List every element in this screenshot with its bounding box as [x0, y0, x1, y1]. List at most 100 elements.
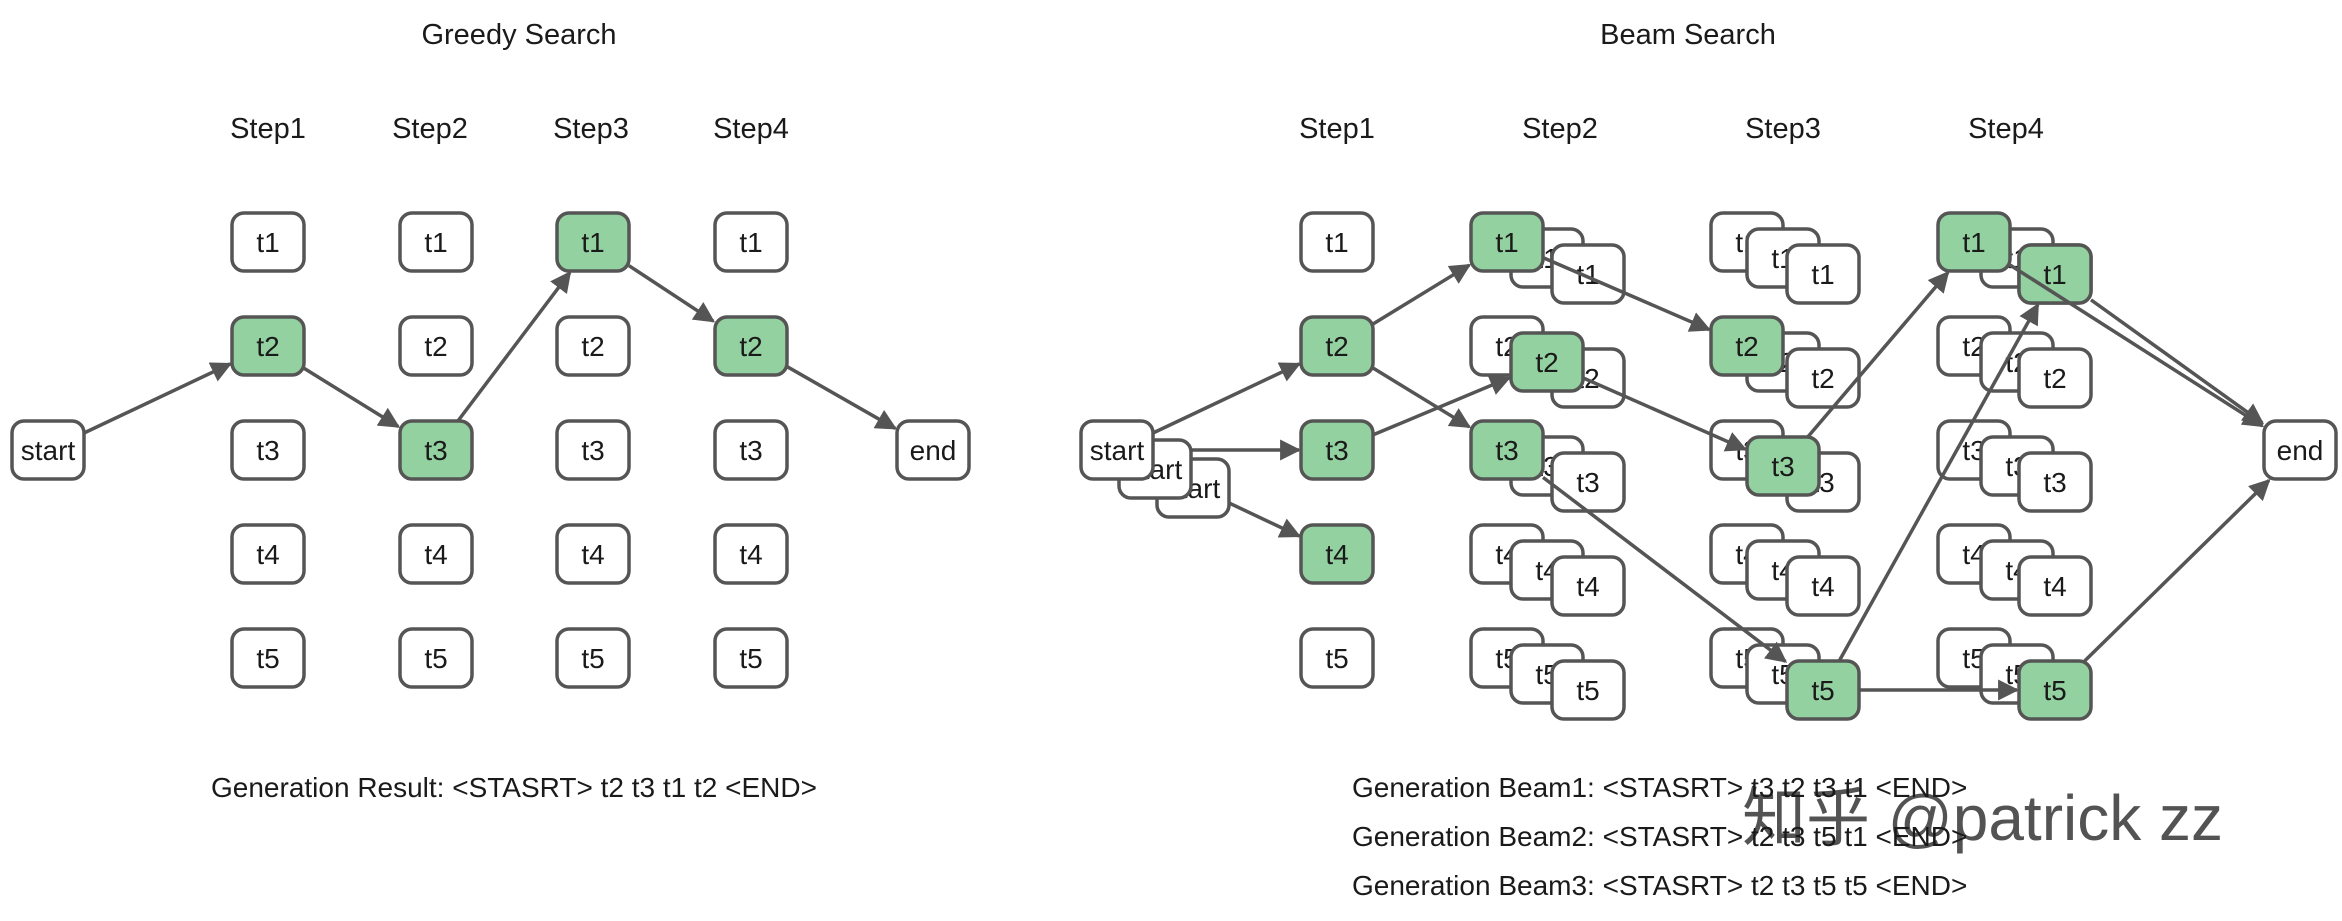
- greedy-step4-t2-node-label: t2: [739, 331, 762, 362]
- beam-step4-t3-node-3-label: t3: [2043, 467, 2066, 498]
- greedy-step3-t5-node-box: [555, 627, 631, 689]
- greedy-step-4-label: Step4: [713, 113, 789, 145]
- greedy-step3-t3-node: t3: [555, 419, 631, 481]
- beam-step2-t3-node-3: t3: [1550, 451, 1626, 513]
- greedy-step-1-label: Step1: [230, 113, 306, 145]
- beam-step3-t3-node-2-label: t3: [1771, 451, 1794, 482]
- beam-edge-s4-t1b-end: [2089, 298, 2265, 425]
- greedy-step4-t5-node-box: [713, 627, 789, 689]
- greedy-step3-t2-node-label: t2: [581, 331, 604, 362]
- greedy-end-node-label: end: [910, 435, 957, 466]
- beam-edge-s4-t1a-end: [2009, 263, 2265, 428]
- beam-step1-t4-node: t4: [1299, 523, 1375, 585]
- greedy-edges: [83, 264, 898, 435]
- greedy-step4-t5-node: t5: [713, 627, 789, 689]
- beam-step4-t1-node-box: [1936, 211, 2012, 273]
- beam-step3-t4-node-3: t4: [1785, 555, 1861, 617]
- beam-step2-t4-node-3-box: [1550, 555, 1626, 617]
- beam-result-1: Generation Beam1: <STASRT> t3 t2 t3 t1 <…: [1352, 772, 1967, 803]
- beam-start-node-box: [1079, 419, 1155, 481]
- beam-step4-t4-node-3-box: [2017, 555, 2093, 617]
- greedy-end-node-box: [895, 419, 971, 481]
- greedy-step3-t3-node-label: t3: [581, 435, 604, 466]
- beam-step2-t5-node-3-label: t5: [1576, 675, 1599, 706]
- beam-step4-t3-node-3-box: [2017, 451, 2093, 513]
- greedy-step1-t5-node-label: t5: [256, 643, 279, 674]
- beam-result-3: Generation Beam3: <STASRT> t2 t3 t5 t5 <…: [1352, 870, 1967, 901]
- greedy-step4-t1-node-box: [713, 211, 789, 273]
- greedy-step3-t4-node-box: [555, 523, 631, 585]
- beam-step3-t3-node-2: t3: [1745, 435, 1821, 497]
- beam-step3-t2-node-3: t2: [1785, 347, 1861, 409]
- beam-step2-t3-node: t3: [1469, 419, 1545, 481]
- beam-edge-s1-t2-s2-t1: [1372, 263, 1472, 326]
- beam-result-2: Generation Beam2: <STASRT> t2 t3 t5 t1 <…: [1352, 821, 1967, 852]
- beam-step2-t4-node-3-label: t4: [1576, 571, 1599, 602]
- beam-step4-t1-node-label: t1: [1962, 227, 1985, 258]
- beam-step2-t3-node-label: t3: [1495, 435, 1518, 466]
- beam-step3-t2-node: t2: [1709, 315, 1785, 377]
- greedy-step2-t5-node-box: [398, 627, 474, 689]
- beam-step2-t4-node-3: t4: [1550, 555, 1626, 617]
- greedy-step2-t1-node-label: t1: [424, 227, 447, 258]
- beam-edge-start-t2: [1152, 362, 1302, 435]
- greedy-step4-t4-node: t4: [713, 523, 789, 585]
- watermark: 知乎 @patrick zz: [1742, 782, 2223, 854]
- greedy-step3-t2-node: t2: [555, 315, 631, 377]
- greedy-step3-t4-node-label: t4: [581, 539, 604, 570]
- greedy-step4-t4-node-box: [713, 523, 789, 585]
- beam-step1-t1-node-label: t1: [1325, 227, 1348, 258]
- beam-edge-s3-t5-s4-t1: [1837, 302, 2040, 662]
- beam-step2-t2-node-2: t2: [1509, 331, 1585, 393]
- greedy-step1-t3-node-label: t3: [256, 435, 279, 466]
- greedy-step2-t2-node-box: [398, 315, 474, 377]
- greedy-step1-t3-node: t3: [230, 419, 306, 481]
- beam-step2-t5-node-3: t5: [1550, 659, 1626, 721]
- greedy-start-node-box: [10, 419, 86, 481]
- beam-step1-t2-node-box: [1299, 315, 1375, 377]
- greedy-step2-t4-node: t4: [398, 523, 474, 585]
- greedy-step1-t2-node: t2: [230, 315, 306, 377]
- greedy-step2-t5-node-label: t5: [424, 643, 447, 674]
- beam-step3-t4-node-3-label: t4: [1811, 571, 1834, 602]
- greedy-step2-t1-node-box: [398, 211, 474, 273]
- greedy-step4-t3-node-label: t3: [739, 435, 762, 466]
- beam-step2-t2-node-2-label: t2: [1535, 347, 1558, 378]
- greedy-step3-t1-node-label: t1: [581, 227, 604, 258]
- beam-edge-s2-t1-s3-t2: [1542, 255, 1712, 332]
- greedy-step4-t3-node-box: [713, 419, 789, 481]
- beam-title: Beam Search: [1600, 19, 1776, 51]
- beam-step4-t2-node-3: t2: [2017, 347, 2093, 409]
- greedy-step2-t4-node-box: [398, 523, 474, 585]
- greedy-step3-t2-node-box: [555, 315, 631, 377]
- greedy-start-node: start: [10, 419, 86, 481]
- beam-step1-t2-node-label: t2: [1325, 331, 1348, 362]
- greedy-step4-t2-node-box: [713, 315, 789, 377]
- greedy-step1-t2-node-label: t2: [256, 331, 279, 362]
- greedy-step4-t2-node: t2: [713, 315, 789, 377]
- beam-step1-t4-node-box: [1299, 523, 1375, 585]
- greedy-step1-t1-node-box: [230, 211, 306, 273]
- beam-end-node-label: end: [2277, 435, 2324, 466]
- greedy-step1-t4-node-box: [230, 523, 306, 585]
- beam-edge-s1-t3-s2-t2: [1372, 375, 1512, 437]
- greedy-end-node: end: [895, 419, 971, 481]
- beam-step4-t3-node-3: t3: [2017, 451, 2093, 513]
- beam-end-node-box: [2262, 419, 2338, 481]
- greedy-step2-t3-node: t3: [398, 419, 474, 481]
- greedy-step2-t2-node: t2: [398, 315, 474, 377]
- beam-step4-t1-node-3-selected-box: [2017, 243, 2093, 305]
- greedy-step3-t5-node-label: t5: [581, 643, 604, 674]
- beam-step4-t5-node-3: t5: [2017, 659, 2093, 721]
- beam-step2-t1-node: t1: [1469, 211, 1545, 273]
- beam-step2-t1-node-box: [1469, 211, 1545, 273]
- greedy-step1-t5-node: t5: [230, 627, 306, 689]
- greedy-step1-t4-node-label: t4: [256, 539, 279, 570]
- beam-step3-t5-node-3-label: t5: [1811, 675, 1834, 706]
- beam-step1-t1-node-box: [1299, 211, 1375, 273]
- beam-step1-t5-node-box: [1299, 627, 1375, 689]
- greedy-step4-t1-node: t1: [713, 211, 789, 273]
- beam-step1-t3-node: t3: [1299, 419, 1375, 481]
- beam-step3-t2-node-3-label: t2: [1811, 363, 1834, 394]
- beam-step4-t4-node-3-label: t4: [2043, 571, 2066, 602]
